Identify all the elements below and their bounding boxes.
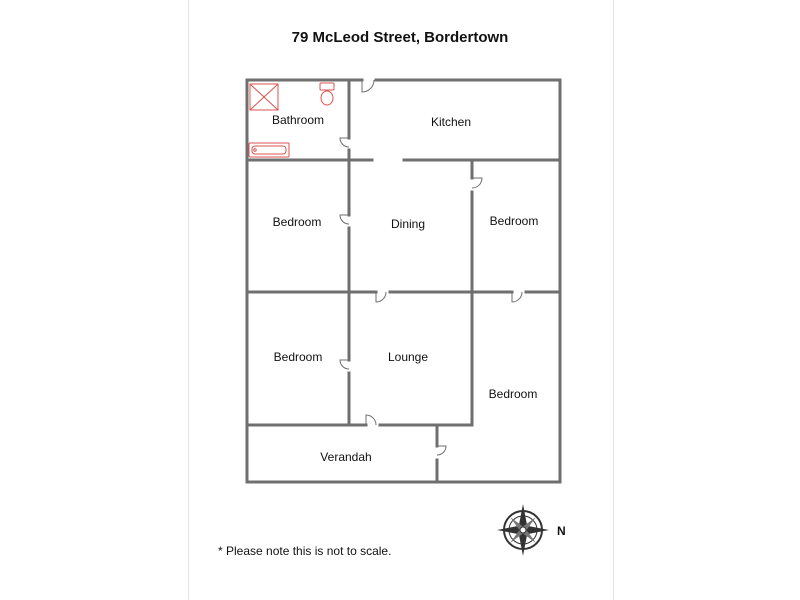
bathroom-fixtures (248, 82, 335, 158)
shower-icon (249, 83, 279, 111)
room-label-lounge: Lounge (387, 350, 429, 364)
room-label-kitchen: Kitchen (430, 115, 472, 129)
toilet-icon (319, 82, 335, 106)
door-bedroom-4 (511, 291, 523, 303)
room-label-bedroom-4: Bedroom (488, 387, 538, 401)
page-title: 79 McLeod Street, Bordertown (291, 29, 509, 46)
walls (245, 78, 562, 484)
compass-rose-icon: N (497, 504, 566, 556)
room-label-bedroom-3: Bedroom (273, 350, 323, 364)
door-bedroom-2 (471, 177, 483, 189)
room-label-verandah: Verandah (320, 450, 372, 464)
doors (339, 79, 523, 456)
door-entry-kitchen (361, 79, 375, 93)
room-label-dining: Dining (390, 217, 426, 231)
door-bathroom (339, 137, 350, 148)
room-label-bathroom: Bathroom (271, 113, 325, 127)
bathtub-icon (248, 142, 290, 158)
door-lounge-verandah (365, 414, 377, 426)
compass-north-label: N (557, 524, 566, 538)
door-dining-lounge (375, 291, 387, 303)
door-verandah-bedroom (436, 445, 447, 456)
room-label-bedroom-1: Bedroom (272, 215, 322, 229)
door-bedroom-1 (339, 214, 350, 225)
door-bedroom-3 (339, 359, 350, 370)
room-label-bedroom-2: Bedroom (489, 214, 539, 228)
paper-sheet (188, 0, 614, 600)
scale-disclaimer: * Please note this is not to scale. (218, 544, 392, 558)
